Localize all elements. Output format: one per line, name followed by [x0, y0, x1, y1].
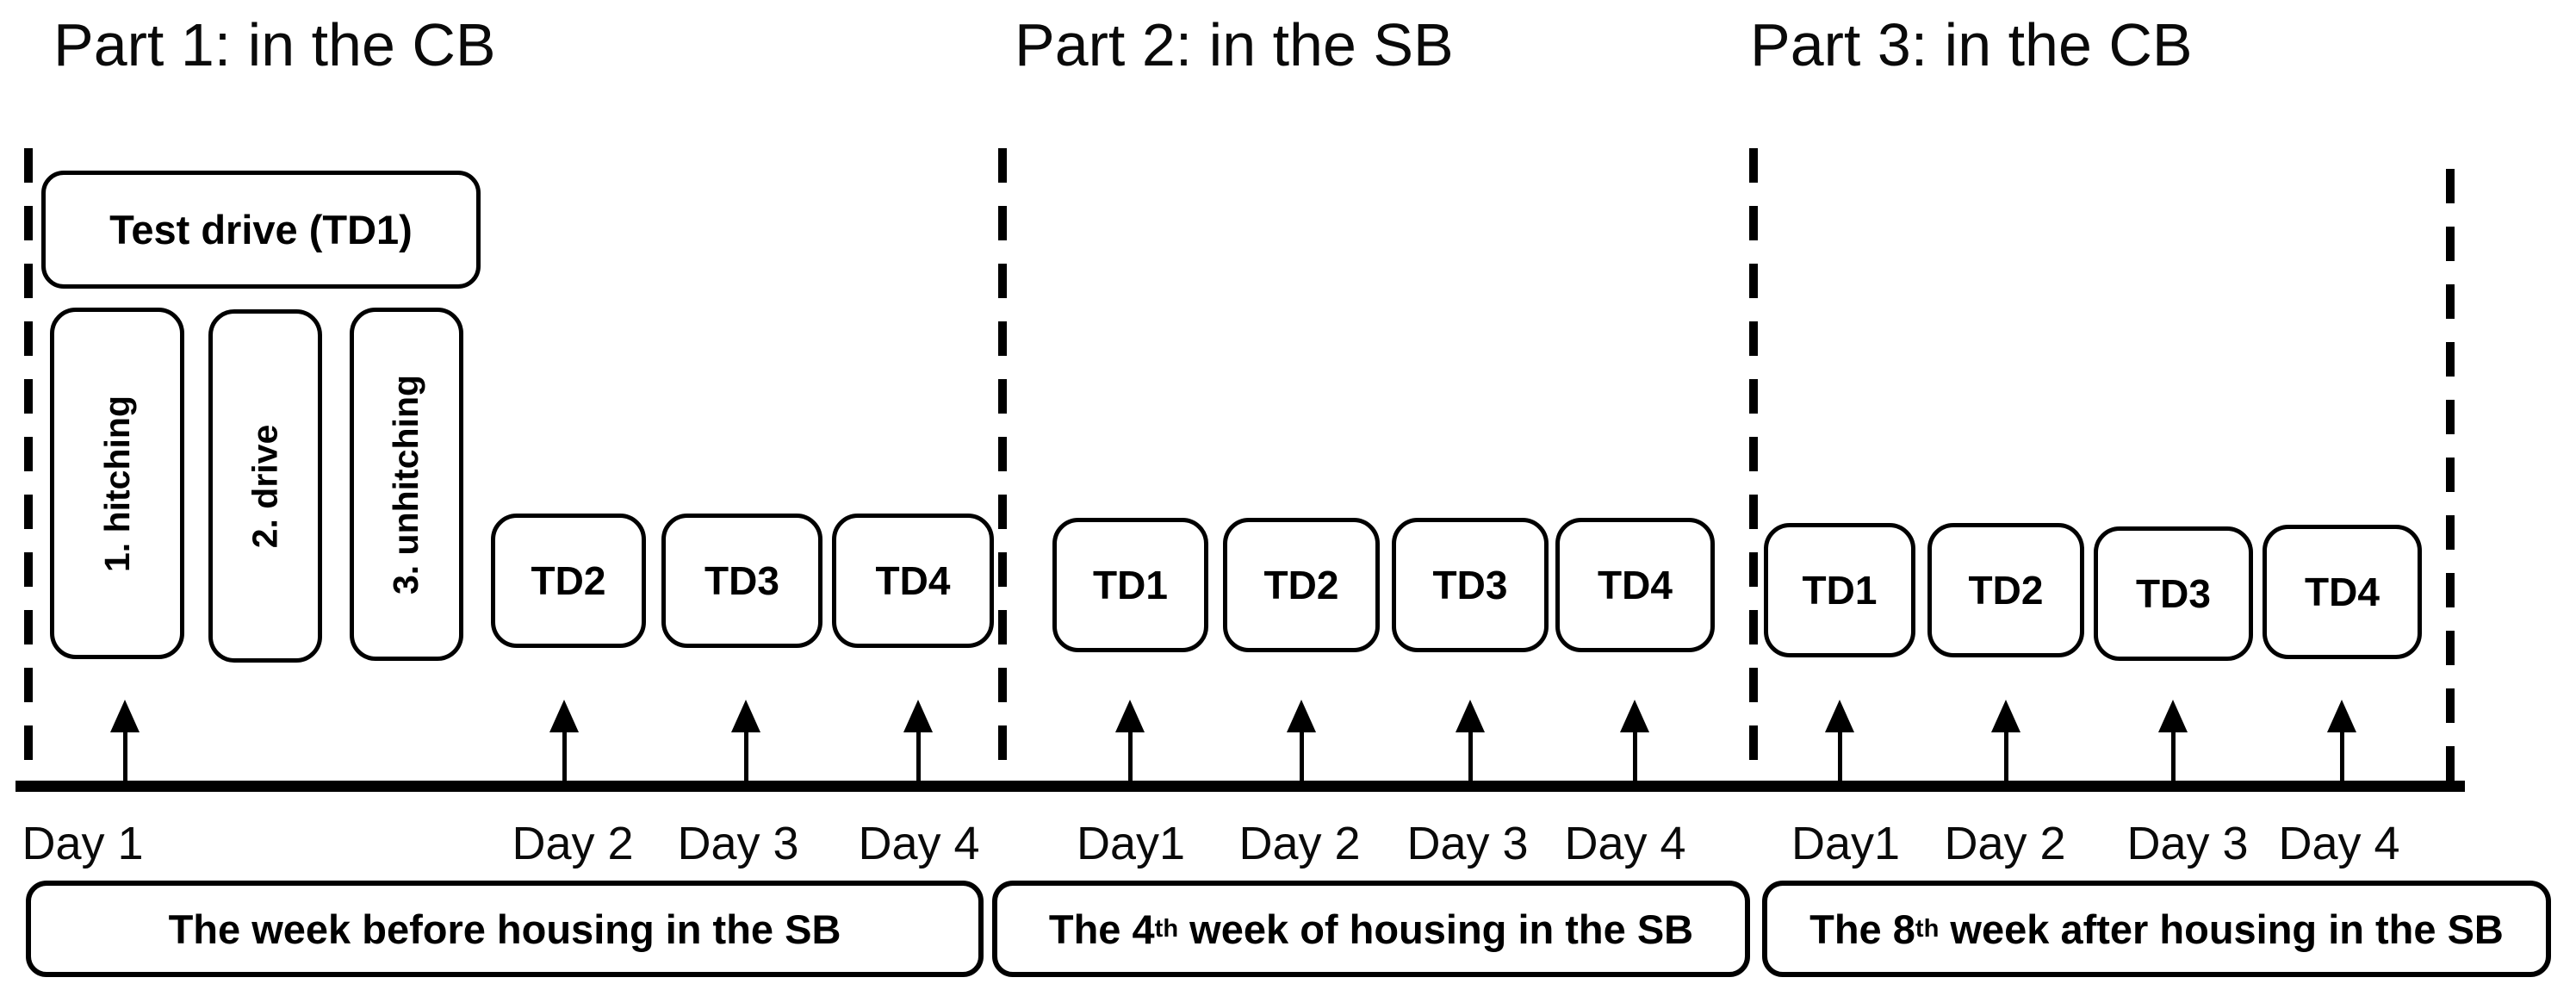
- part2-day2-label: Day 2: [1238, 818, 1361, 869]
- arrowhead-icon: [2327, 700, 2356, 732]
- part1-td2-box: TD2: [491, 514, 646, 648]
- dashed-divider-part2-part3: [1749, 148, 1758, 781]
- part3-day3-label: Day 3: [2126, 818, 2249, 869]
- part3-day4-label: Day 4: [2278, 818, 2400, 869]
- part2-title: Part 2: in the SB: [1015, 11, 1454, 78]
- arrowhead-icon: [903, 700, 933, 732]
- dashed-divider-part1-part2: [998, 148, 1007, 781]
- part2-td2-box: TD2: [1223, 518, 1380, 652]
- test-drive-td1-box: Test drive (TD1): [41, 171, 481, 289]
- part2-day4-label: Day 4: [1564, 818, 1686, 869]
- arrowhead-icon: [1825, 700, 1854, 732]
- arrowhead-icon: [731, 700, 760, 732]
- up-arrow-part3-day1: [1825, 700, 1854, 789]
- part1-day2-label: Day 2: [512, 818, 634, 869]
- part2-td3-box: TD3: [1392, 518, 1549, 652]
- up-arrow-part1-day4: [903, 700, 933, 789]
- arrowhead-icon: [1620, 700, 1649, 732]
- part2-td2-label: TD2: [1263, 563, 1339, 607]
- arrowhead-icon: [2158, 700, 2188, 732]
- part3-td1-label: TD1: [1802, 568, 1878, 613]
- timeline-axis: [16, 781, 2465, 792]
- part1-day4-label: Day 4: [858, 818, 980, 869]
- step-hitching-box: 1. hitching: [50, 308, 184, 659]
- part3-td2-label: TD2: [1968, 568, 2044, 613]
- arrowhead-icon: [1115, 700, 1145, 732]
- arrowhead-icon: [1287, 700, 1316, 732]
- step-unhitching-box: 3. unhitching: [350, 308, 463, 661]
- up-arrow-part1-day1: [110, 700, 140, 789]
- step-hitching-label: 1. hitching: [96, 395, 137, 572]
- part3-day1-label: Day1: [1791, 818, 1901, 869]
- part2-td4-box: TD4: [1555, 518, 1715, 652]
- step-drive-box: 2. drive: [208, 309, 322, 663]
- up-arrow-part1-day2: [549, 700, 579, 789]
- up-arrow-part3-day4: [2327, 700, 2356, 789]
- part2-td1-box: TD1: [1052, 518, 1208, 652]
- part1-td2-label: TD2: [531, 558, 606, 603]
- dashed-divider-right: [2446, 169, 2455, 782]
- banner-text: The week before housing in the SB: [168, 906, 841, 952]
- part2-td3-label: TD3: [1432, 563, 1508, 607]
- arrowhead-icon: [549, 700, 579, 732]
- step-unhitching-label: 3. unhitching: [386, 374, 426, 595]
- part1-td3-box: TD3: [661, 514, 822, 648]
- part2-day3-label: Day 3: [1406, 818, 1529, 869]
- test-drive-td1-label: Test drive (TD1): [109, 207, 413, 252]
- arrowhead-icon: [110, 700, 140, 732]
- up-arrow-part2-day1: [1115, 700, 1145, 789]
- banner-text: The 4: [1048, 906, 1155, 952]
- part3-td4-label: TD4: [2305, 570, 2380, 614]
- up-arrow-part2-day3: [1456, 700, 1485, 789]
- part3-title: Part 3: in the CB: [1750, 11, 2193, 78]
- part3-td1-box: TD1: [1764, 523, 1915, 657]
- part3-td3-box: TD3: [2094, 526, 2253, 661]
- step-drive-label: 2. drive: [245, 424, 285, 548]
- part1-td4-label: TD4: [875, 558, 951, 603]
- banner-text: week of housing in the SB: [1178, 906, 1694, 952]
- up-arrow-part2-day2: [1287, 700, 1316, 789]
- part3-day2-label: Day 2: [1944, 818, 2066, 869]
- part1-td4-box: TD4: [832, 514, 994, 648]
- part1-td3-label: TD3: [705, 558, 779, 603]
- part1-day1-label: Day 1: [22, 818, 144, 869]
- banner-text: The 8: [1809, 906, 1915, 952]
- part2-td4-label: TD4: [1598, 563, 1673, 607]
- part3-td3-label: TD3: [2136, 571, 2211, 616]
- part3-td2-box: TD2: [1927, 523, 2084, 657]
- banner-text: week after housing in the SB: [1939, 906, 2504, 952]
- up-arrow-part3-day3: [2158, 700, 2188, 789]
- arrowhead-icon: [1991, 700, 2020, 732]
- up-arrow-part1-day3: [731, 700, 760, 789]
- part3-td4-box: TD4: [2263, 525, 2422, 659]
- dashed-divider-left: [24, 148, 33, 781]
- up-arrow-part2-day4: [1620, 700, 1649, 789]
- up-arrow-part3-day2: [1991, 700, 2020, 789]
- week-banner-before-housing: The week before housing in the SB: [26, 881, 984, 977]
- part1-title: Part 1: in the CB: [53, 11, 496, 78]
- part2-day1-label: Day1: [1076, 818, 1186, 869]
- part2-td1-label: TD1: [1093, 563, 1168, 607]
- part1-day3-label: Day 3: [677, 818, 799, 869]
- arrowhead-icon: [1456, 700, 1485, 732]
